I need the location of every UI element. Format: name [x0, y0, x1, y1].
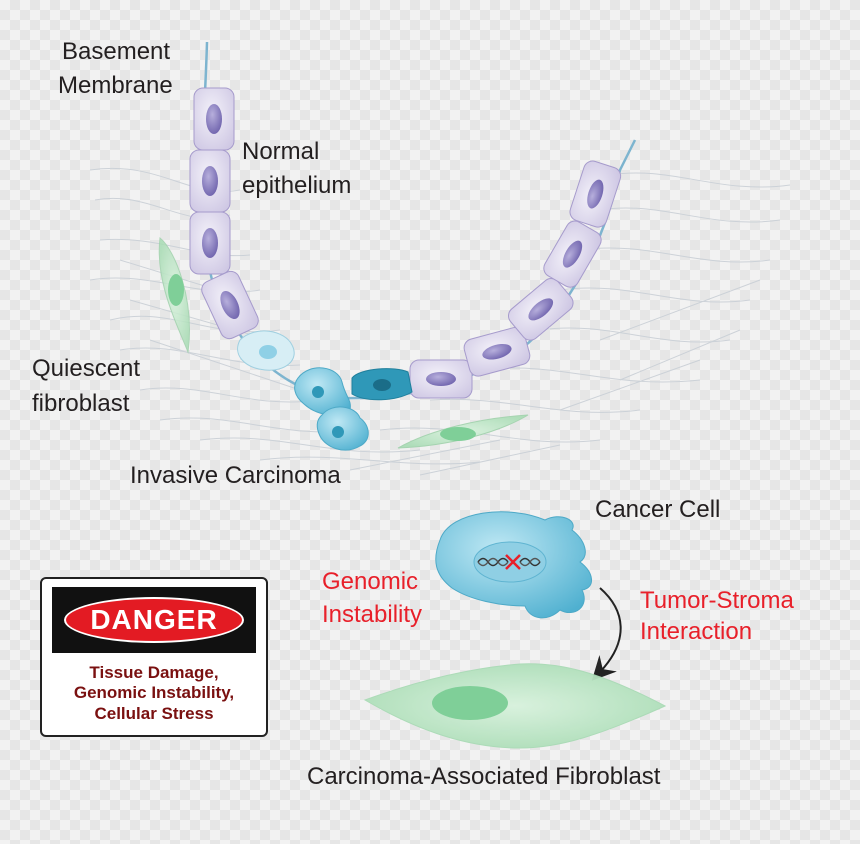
invasive-carcinoma-cells — [294, 367, 413, 451]
normal-epithelium — [189, 87, 295, 371]
transitioning-cell — [237, 330, 295, 371]
epithelial-cell — [189, 149, 231, 213]
quiescent-fibroblast — [158, 237, 190, 354]
label-tumor-stroma: Tumor-Stroma — [640, 587, 794, 614]
epithelial-cell — [189, 211, 231, 275]
label-cancer-cell: Cancer Cell — [595, 496, 721, 523]
label-normal: Normal — [242, 138, 320, 165]
danger-text: Tissue Damage, Genomic Instability, Cell… — [42, 663, 266, 724]
caf-nucleus — [432, 686, 508, 720]
danger-band: DANGER — [52, 587, 256, 653]
epithelial-cell — [409, 359, 473, 399]
label-fibroblast: fibroblast — [32, 390, 130, 417]
stroma-fibers — [89, 167, 791, 476]
epithelial-cell — [463, 326, 531, 377]
label-genomic: Genomic — [322, 568, 419, 595]
dna-damage-icon — [477, 554, 541, 570]
epithelial-cell — [201, 270, 259, 340]
danger-line-3: Cellular Stress — [94, 703, 214, 723]
carcinoma-associated-fibroblast — [363, 663, 667, 749]
cancer-nucleus — [473, 541, 547, 583]
epithelial-cell — [507, 278, 574, 341]
label-instability: Instability — [322, 601, 423, 628]
label-caf: Carcinoma-Associated Fibroblast — [307, 763, 661, 790]
label-quiescent: Quiescent — [32, 355, 141, 382]
epithelial-cell — [193, 87, 235, 151]
epithelial-cell — [543, 220, 602, 288]
danger-line-1: Tissue Damage, — [89, 663, 219, 682]
danger-title: DANGER — [64, 597, 244, 643]
epithelial-cell — [569, 160, 622, 228]
normal-epithelium-right — [409, 160, 622, 399]
label-basement: Basement — [62, 38, 171, 65]
danger-sign: DANGER Tissue Damage, Genomic Instabilit… — [40, 577, 268, 737]
interaction-arrow — [591, 587, 622, 681]
label-interaction: Interaction — [640, 618, 753, 645]
label-invasive-carcinoma: Invasive Carcinoma — [130, 462, 341, 489]
label-epithelium: epithelium — [242, 172, 352, 199]
cancer-cell — [435, 511, 592, 619]
label-membrane: Membrane — [58, 72, 173, 99]
fibroblast-stroma — [397, 414, 529, 449]
danger-line-2: Genomic Instability, — [73, 683, 235, 703]
